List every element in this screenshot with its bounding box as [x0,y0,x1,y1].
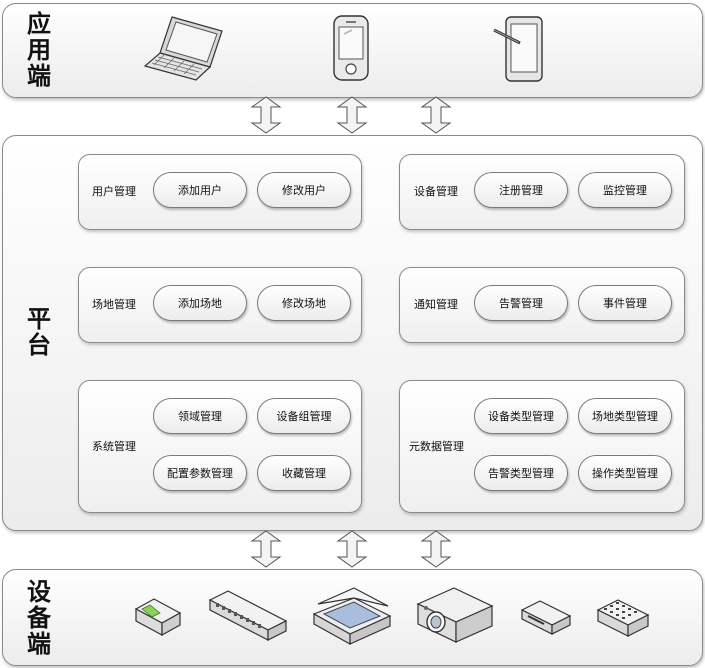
domain-management-button[interactable]: 领域管理 [153,398,247,434]
sync-arrow-icon [336,530,368,568]
group-label: 系统管理 [92,440,136,453]
platform-title: 平台 [27,305,51,359]
sync-arrow-icon [250,530,282,568]
app-tier-title: 应用端 [27,10,51,90]
sync-arrow-icon [250,96,282,134]
laptop-icon [144,16,223,81]
group-label: 通知管理 [414,298,458,311]
registration-management-button[interactable]: 注册管理 [474,172,568,208]
site-type-management-button[interactable]: 场地类型管理 [578,398,672,434]
add-site-button[interactable]: 添加场地 [153,285,247,321]
device-tier-title: 设备端 [27,578,51,658]
config-parameter-management-button[interactable]: 配置参数管理 [153,455,247,491]
group-label: 设备管理 [414,185,458,198]
operation-type-management-button[interactable]: 操作类型管理 [578,455,672,491]
hub-icon [596,599,650,637]
scanner-icon [312,587,392,646]
switch-icon [208,590,288,641]
alarm-management-button[interactable]: 告警管理 [474,285,568,321]
group-label: 场地管理 [92,298,136,311]
network-device-icon [520,600,572,635]
add-user-button[interactable]: 添加用户 [153,172,247,208]
smartphone-icon [333,15,369,81]
device-group-management-button[interactable]: 设备组管理 [257,398,351,434]
router-icon [134,598,182,637]
projector-icon [416,587,494,643]
sync-arrow-icon [336,96,368,134]
favorites-management-button[interactable]: 收藏管理 [257,455,351,491]
event-management-button[interactable]: 事件管理 [578,285,672,321]
device-type-management-button[interactable]: 设备类型管理 [474,398,568,434]
group-label: 用户管理 [92,185,136,198]
edit-site-button[interactable]: 修改场地 [257,285,351,321]
sync-arrow-icon [420,96,452,134]
alarm-type-management-button[interactable]: 告警类型管理 [474,455,568,491]
group-label: 元数据管理 [409,440,464,453]
sync-arrow-icon [420,530,452,568]
tablet-stylus-icon [493,16,543,82]
monitoring-management-button[interactable]: 监控管理 [578,172,672,208]
edit-user-button[interactable]: 修改用户 [257,172,351,208]
